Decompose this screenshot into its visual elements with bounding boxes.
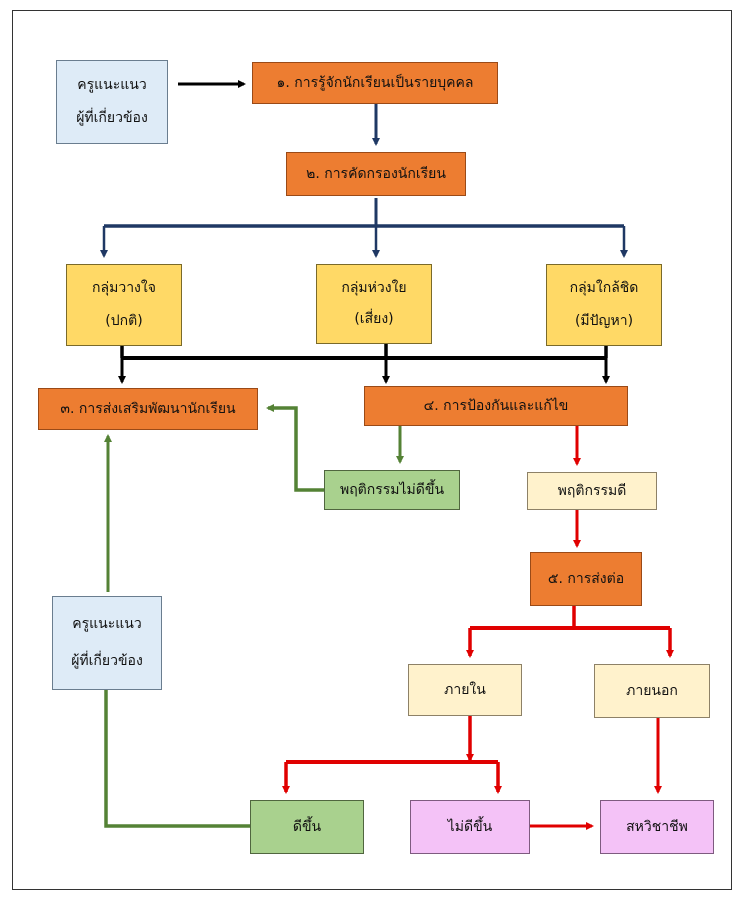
group-normal-box: กลุ่มวางใจ (ปกติ) xyxy=(66,264,182,346)
group-risk-box: กลุ่มห่วงใย (เสี่ยง) xyxy=(316,264,432,344)
teacher-bottom-line1: ครูแนะแนว xyxy=(72,616,142,633)
group-risk-sub: (เสี่ยง) xyxy=(354,311,394,328)
multidisciplinary-label: สหวิชาชีพ xyxy=(626,818,688,835)
teacher-top-box: ครูแนะแนว ผู้ที่เกี่ยวข้อง xyxy=(56,60,168,144)
group-risk-title: กลุ่มห่วงใย xyxy=(341,279,407,296)
improved-box: ดีขึ้น xyxy=(250,800,364,854)
step5-box: ๕. การส่งต่อ xyxy=(530,552,642,606)
behavior-good-box: พฤติกรรมดี xyxy=(527,472,657,510)
step2-box: ๒. การคัดกรองนักเรียน xyxy=(286,152,466,196)
diagram-frame xyxy=(12,10,732,890)
external-label: ภายนอก xyxy=(626,682,678,699)
teacher-top-line1: ครูแนะแนว xyxy=(77,77,147,94)
group-problem-box: กลุ่มใกล้ชิด (มีปัญหา) xyxy=(546,264,662,346)
teacher-bottom-line2: ผู้ที่เกี่ยวข้อง xyxy=(71,652,143,669)
step1-box: ๑. การรู้จักนักเรียนเป็นรายบุคคล xyxy=(252,62,498,104)
step4-box: ๔. การป้องกันและแก้ไข xyxy=(364,386,628,426)
step4-label: ๔. การป้องกันและแก้ไข xyxy=(423,397,569,414)
behavior-good-label: พฤติกรรมดี xyxy=(557,482,627,499)
step1-label: ๑. การรู้จักนักเรียนเป็นรายบุคคล xyxy=(276,74,474,91)
arrow-not-improved-to-step3 xyxy=(266,404,324,492)
internal-label: ภายใน xyxy=(444,681,486,698)
behavior-not-improved-label: พฤติกรรมไม่ดีขึ้น xyxy=(339,481,445,498)
step3-label: ๓. การส่งเสริมพัฒนานักเรียน xyxy=(60,400,236,417)
step5-label: ๕. การส่งต่อ xyxy=(547,570,625,587)
multidisciplinary-box: สหวิชาชีพ xyxy=(600,800,714,854)
external-box: ภายนอก xyxy=(594,664,710,718)
teacher-top-line2: ผู้ที่เกี่ยวข้อง xyxy=(76,110,148,127)
group-normal-title: กลุ่มวางใจ xyxy=(92,280,156,297)
step2-label: ๒. การคัดกรองนักเรียน xyxy=(306,165,446,182)
not-improved-box: ไม่ดีขึ้น xyxy=(410,800,530,854)
step3-box: ๓. การส่งเสริมพัฒนานักเรียน xyxy=(38,388,258,430)
behavior-not-improved-box: พฤติกรรมไม่ดีขึ้น xyxy=(324,470,460,510)
teacher-bottom-box: ครูแนะแนว ผู้ที่เกี่ยวข้อง xyxy=(52,596,162,690)
improved-label: ดีขึ้น xyxy=(292,818,322,835)
group-normal-sub: (ปกติ) xyxy=(105,312,143,329)
arrow-improved-to-teacher xyxy=(104,690,250,828)
group-problem-title: กลุ่มใกล้ชิด xyxy=(569,280,639,297)
not-improved-label: ไม่ดีขึ้น xyxy=(447,818,493,835)
internal-box: ภายใน xyxy=(408,664,522,716)
group-problem-sub: (มีปัญหา) xyxy=(574,312,634,329)
